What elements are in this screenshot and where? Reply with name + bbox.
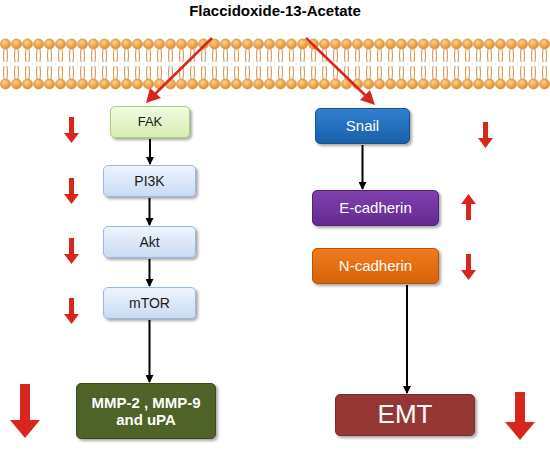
process-box: E-cadherin xyxy=(312,190,439,226)
down-indicator xyxy=(64,298,79,324)
flow-arrow xyxy=(406,285,408,393)
entry-arrow-left-head xyxy=(146,88,161,103)
process-box: FAK xyxy=(110,106,190,138)
node-label: MMP-2 , MMP-9 and uPA xyxy=(83,394,209,429)
node-label: FAK xyxy=(138,115,163,130)
node-label: N-cadherin xyxy=(339,257,412,274)
down-indicator xyxy=(478,122,493,148)
diagram-title: Flaccidoxide-13-Acetate xyxy=(0,2,550,19)
node-label: Snail xyxy=(346,117,379,134)
process-box: Akt xyxy=(103,226,196,258)
entry-arrow-right-head xyxy=(360,90,375,105)
flow-arrow xyxy=(149,320,151,382)
cell-membrane xyxy=(0,38,550,90)
node-label: EMT xyxy=(378,400,433,430)
down-indicator xyxy=(64,178,79,204)
flow-arrow xyxy=(149,198,151,225)
big-down-indicator xyxy=(10,384,40,438)
entry-arrow-right xyxy=(306,38,367,97)
down-indicator xyxy=(64,238,79,264)
down-indicator xyxy=(461,254,476,280)
entry-arrows xyxy=(146,38,375,105)
down-indicator xyxy=(64,117,79,143)
flow-arrow xyxy=(149,139,151,164)
outcome-box: EMT xyxy=(335,394,475,436)
entry-arrow-left xyxy=(154,38,212,95)
flow-arrow xyxy=(362,145,364,189)
node-label: mTOR xyxy=(129,295,170,311)
level-indicators xyxy=(10,117,535,440)
node-label: PI3K xyxy=(134,173,164,189)
flow-arrow xyxy=(149,259,151,286)
process-box: PI3K xyxy=(103,165,196,197)
process-box: Snail xyxy=(315,108,410,144)
process-box: N-cadherin xyxy=(312,248,439,284)
outcome-box: MMP-2 , MMP-9 and uPA xyxy=(76,383,216,439)
up-indicator xyxy=(461,194,476,220)
big-down-indicator xyxy=(505,392,535,440)
node-label: E-cadherin xyxy=(339,199,412,216)
node-label: Akt xyxy=(139,234,159,250)
process-box: mTOR xyxy=(103,287,196,319)
